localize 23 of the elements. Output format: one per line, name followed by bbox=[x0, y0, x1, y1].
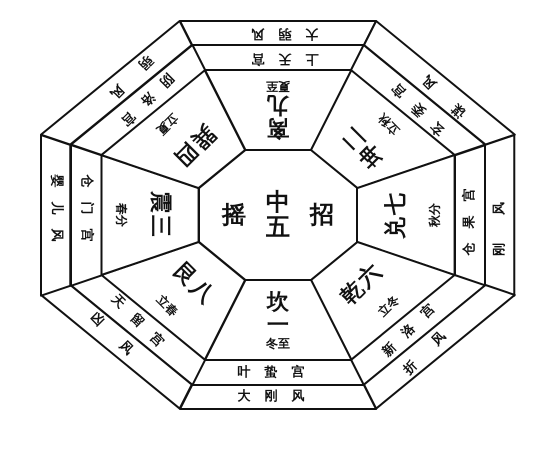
solar-term-label: 春分 bbox=[114, 202, 127, 227]
palace-name: 坎一 bbox=[266, 290, 289, 337]
solar-term-label: 夏至 bbox=[266, 80, 290, 92]
center-label: 摇 bbox=[222, 202, 246, 228]
solar-term-label: 冬至 bbox=[266, 338, 290, 350]
center-label: 招 bbox=[310, 202, 334, 228]
solar-term-label: 立夏 bbox=[154, 110, 180, 137]
palace-hall-name: 仓门宫 bbox=[79, 174, 93, 256]
center-label: 中五 bbox=[266, 190, 290, 240]
solar-term-label: 立春 bbox=[154, 293, 180, 320]
palace-name: 兑七 bbox=[384, 190, 408, 239]
wind-name: 大刚风 bbox=[237, 390, 318, 404]
wind-name: 婴儿风 bbox=[49, 174, 63, 256]
solar-term-label: 秋分 bbox=[429, 202, 442, 227]
palace-hall-name: 叶蛰宫 bbox=[237, 366, 318, 380]
palace-hall-name: 仓果宫 bbox=[463, 174, 477, 256]
solar-term-label: 立冬 bbox=[376, 293, 402, 320]
palace-name: 震三 bbox=[148, 190, 172, 239]
wind-name: 大弱风 bbox=[237, 26, 318, 40]
palace-name: 离九 bbox=[266, 93, 289, 140]
solar-term-label: 立秋 bbox=[376, 110, 402, 137]
wind-name: 刚风 bbox=[493, 174, 507, 256]
palace-hall-name: 上天宫 bbox=[237, 50, 318, 64]
